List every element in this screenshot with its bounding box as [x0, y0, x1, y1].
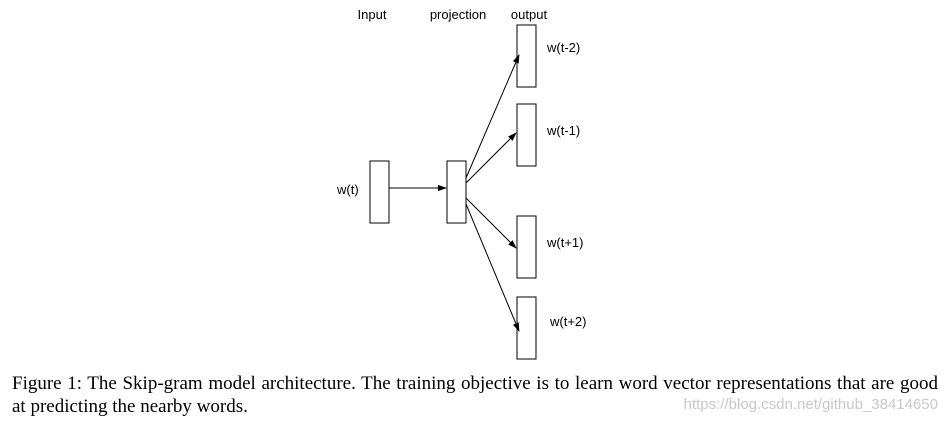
input-layer-box: [369, 160, 390, 224]
output-header: output: [511, 7, 548, 22]
output-word-label-t-minus-2: w(t-2): [546, 40, 580, 55]
output-word-label-t-plus-1: w(t+1): [546, 235, 583, 250]
projection-header: projection: [430, 7, 486, 22]
output-word-label-t-minus-1: w(t-1): [546, 123, 580, 138]
arrow-to-w-t-minus-2: [465, 54, 520, 179]
arrow-to-w-t-plus-2: [465, 203, 520, 332]
watermark-text: https://blog.csdn.net/github_38414650: [683, 396, 938, 413]
arrow-to-w-t-minus-1: [465, 132, 517, 184]
output-box-t-minus-1: [516, 103, 537, 167]
projection-layer-box: [446, 160, 467, 224]
figure-caption: Figure 1: The Skip-gram model architectu…: [12, 373, 938, 417]
input-word-label: w(t): [336, 182, 359, 197]
output-box-t-minus-2: [516, 24, 537, 88]
output-box-t-plus-1: [516, 215, 537, 279]
output-box-t-plus-2: [516, 296, 537, 360]
arrow-to-w-t-plus-1: [465, 197, 517, 249]
output-word-label-t-plus-2: w(t+2): [549, 314, 586, 329]
input-header: Input: [358, 7, 387, 22]
